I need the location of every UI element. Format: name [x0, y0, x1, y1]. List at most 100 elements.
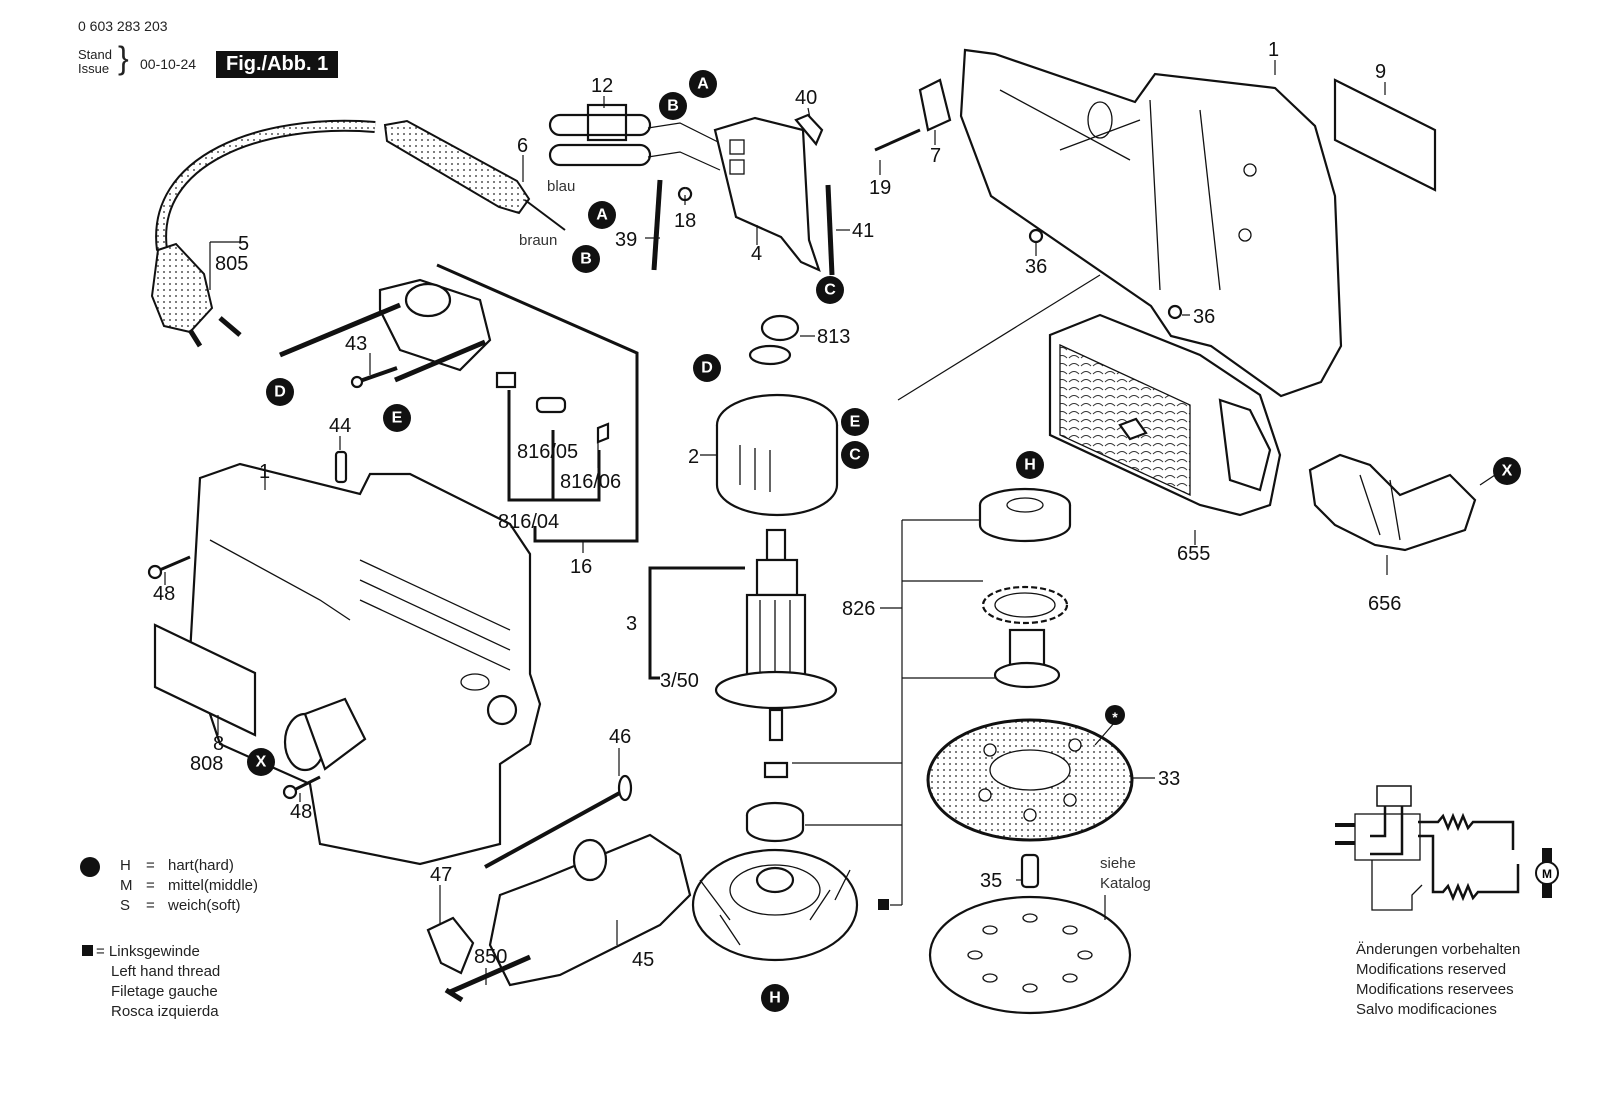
svg-text:B: B [667, 98, 679, 115]
connector-c-switch: C [816, 276, 844, 304]
label-part-18: 18 [674, 210, 696, 232]
dust-adapter [1308, 453, 1477, 552]
label-part-36b: 36 [1193, 306, 1215, 328]
housing-half-right [874, 48, 1343, 401]
label-wire-brown: braun [519, 232, 557, 249]
black-square-icon [82, 945, 93, 956]
legend-text: mittel(middle) [168, 876, 259, 894]
fan-part [691, 848, 859, 962]
connector-c-field: C [841, 441, 869, 469]
screw-35 [1020, 853, 1040, 889]
label-part-808: 808 [190, 753, 223, 775]
legend-row-middle: M = mittel(middle) [80, 875, 258, 895]
plug [150, 242, 214, 334]
label-part-8: 8 [213, 733, 224, 755]
label-part-12: 12 [591, 75, 613, 97]
label-part-48a: 48 [153, 583, 175, 605]
connector-e-field: E [841, 408, 869, 436]
wiring-schematic: M [1335, 785, 1559, 911]
label-part-1-left: 1 [259, 461, 270, 483]
svg-text:B: B [580, 251, 592, 268]
label-part-813: 813 [817, 326, 850, 348]
notice-line-fr: Modifications reservees [1356, 981, 1514, 998]
svg-text:A: A [697, 76, 709, 93]
label-part-656: 656 [1368, 593, 1401, 615]
legend-eq: = [146, 876, 155, 894]
legend-text: weich(soft) [168, 896, 241, 914]
catalog-note-line1: siehe [1100, 855, 1136, 872]
thread-line-0: = Linksgewinde [82, 942, 220, 962]
star-marker: * [1105, 705, 1125, 725]
switch-part [651, 113, 835, 276]
svg-text:C: C [849, 447, 861, 464]
label-part-805: 805 [215, 253, 248, 275]
label-part-47: 47 [430, 864, 452, 886]
housing-assembled [188, 462, 542, 866]
label-part-44: 44 [329, 415, 351, 437]
hardness-h-bottom: H [761, 984, 789, 1012]
label-part-35: 35 [980, 870, 1002, 892]
legend-row-soft: S = weich(soft) [80, 895, 258, 915]
cable-clamp-7 [918, 78, 952, 132]
motor-icon [1535, 861, 1559, 885]
field-stator [715, 314, 839, 517]
header: 0 603 283 203 Stand Issue } 00-10-24 Fig… [78, 18, 339, 78]
legend-eq: = [146, 896, 155, 914]
svg-text:D: D [274, 384, 286, 401]
svg-text:E: E [850, 414, 861, 431]
label-part-45: 45 [632, 949, 654, 971]
label-part-655: 655 [1177, 543, 1210, 565]
brush-holder-assembly [279, 263, 639, 543]
label-part-33: 33 [1158, 768, 1180, 790]
sanding-sheet [928, 895, 1132, 1015]
svg-text:X: X [256, 754, 267, 771]
label-part-39: 39 [615, 229, 637, 251]
power-cord [150, 119, 566, 348]
legend-row-hard: H = hart(hard) [80, 855, 258, 875]
bearing-stack [745, 761, 805, 843]
svg-text:H: H [1024, 457, 1036, 474]
svg-text:A: A [596, 207, 608, 224]
screws-48 [147, 555, 321, 800]
stand-label: Stand [78, 47, 112, 62]
stand-issue-label: Stand Issue [78, 48, 112, 76]
label-part-9: 9 [1375, 61, 1386, 83]
connector-d-field: D [693, 354, 721, 382]
suppressor-part [548, 103, 721, 171]
svg-text:X: X [1502, 463, 1513, 480]
label-part-3: 3 [626, 613, 637, 635]
issue-label: Issue [78, 61, 110, 76]
name-plate-9 [1333, 78, 1437, 192]
dust-box [1048, 313, 1282, 517]
label-part-16: 16 [570, 556, 592, 578]
left-hand-thread-marker [878, 899, 889, 910]
label-part-816-06: 816/06 [560, 471, 621, 493]
brush-bracket [507, 390, 601, 502]
label-part-3-50: 3/50 [660, 670, 699, 692]
label-part-46: 46 [609, 726, 631, 748]
thread-text: = Linksgewinde [96, 943, 200, 960]
svg-text:C: C [824, 282, 836, 299]
label-part-36a: 36 [1025, 256, 1047, 278]
modifications-notice: Änderungen vorbehalten Modifications res… [1356, 940, 1520, 1020]
connector-e-brush: E [383, 404, 411, 432]
label-part-5: 5 [238, 233, 249, 255]
label-part-6: 6 [517, 135, 528, 157]
label-part-850: 850 [474, 946, 507, 968]
label-part-40: 40 [795, 87, 817, 109]
brace-icon: } [118, 40, 129, 76]
leader-lines [164, 60, 1496, 985]
svg-text:*: * [1112, 709, 1118, 725]
connector-a-cord: A [588, 201, 616, 229]
hardness-h-top: H [1016, 451, 1044, 479]
label-part-48b: 48 [290, 801, 312, 823]
connector-a-top: A [689, 70, 717, 98]
connector-d-brush: D [266, 378, 294, 406]
part-labels: 1 1 2 3 3/50 4 5 6 7 8 9 12 16 18 19 33 … [153, 39, 1401, 971]
legend-eq: = [146, 856, 155, 874]
svg-text:H: H [769, 990, 781, 1007]
thread-legend: = Linksgewinde Left hand thread Filetage… [82, 942, 220, 1022]
label-part-816-04: 816/04 [498, 511, 559, 533]
figure-label: Fig./Abb. 1 [216, 51, 339, 78]
legend-code: M [120, 876, 133, 894]
